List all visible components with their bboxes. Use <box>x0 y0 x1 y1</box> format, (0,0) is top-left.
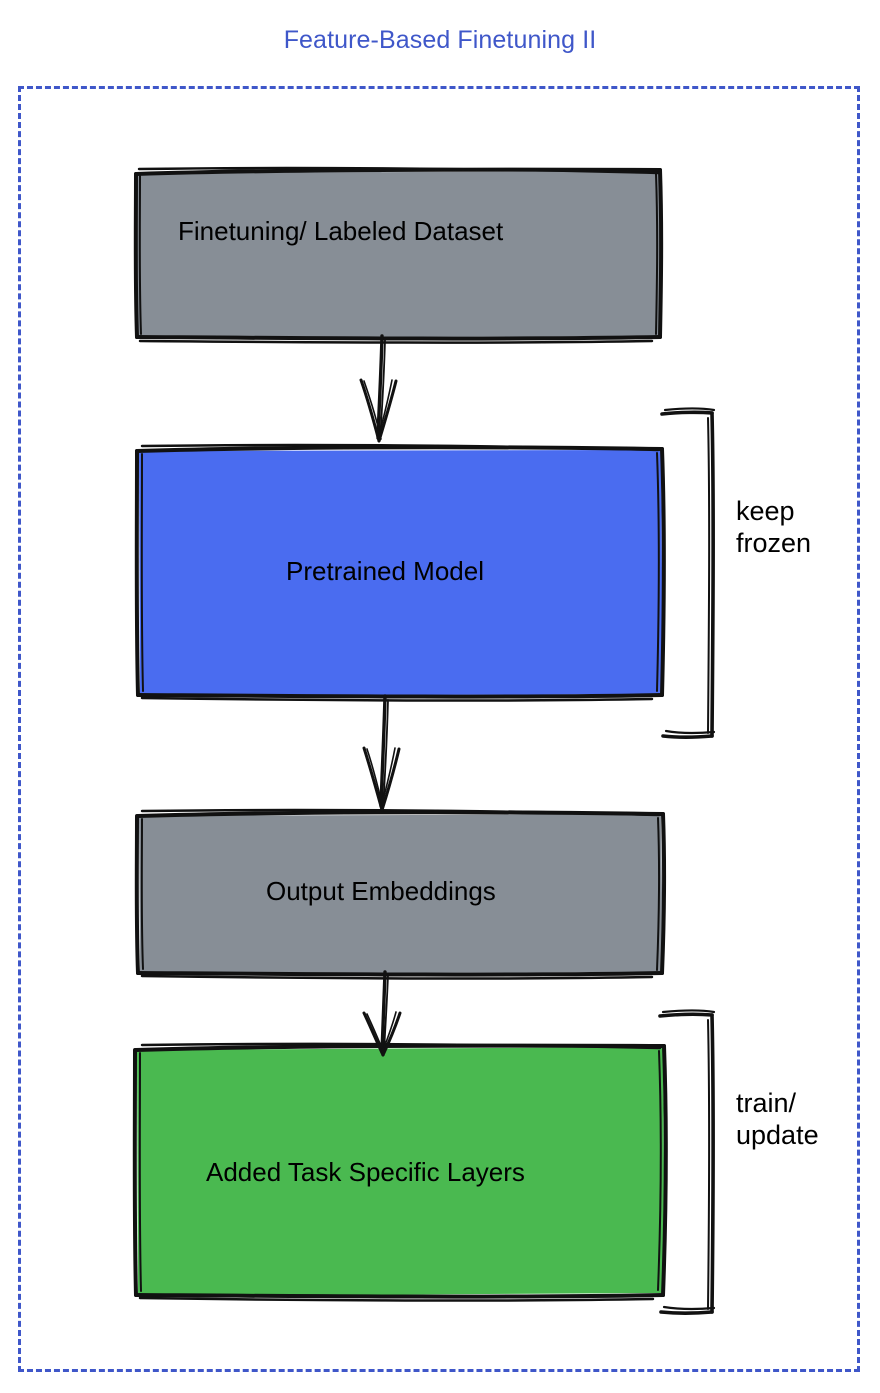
node-pretrained-model[interactable]: Pretrained Model <box>134 443 666 702</box>
node-added-task-specific-layers[interactable]: Added Task Specific Layers <box>132 1042 668 1302</box>
node-finetuning-labeled-dataset[interactable]: Finetuning/ Labeled Dataset <box>133 166 664 344</box>
diagram-outer-frame <box>18 86 860 1372</box>
node-label-pretrained: Pretrained Model <box>286 556 484 586</box>
node-label-dataset: Finetuning/ Labeled Dataset <box>178 216 504 246</box>
node-label-layers: Added Task Specific Layers <box>206 1157 525 1187</box>
page-title: Feature-Based Finetuning II <box>283 26 597 54</box>
node-shape-dataset <box>133 166 664 344</box>
node-output-embeddings[interactable]: Output Embeddings <box>134 808 667 980</box>
node-label-embeddings: Output Embeddings <box>266 876 496 906</box>
annotation-train-update: train/ update <box>736 1088 819 1150</box>
annotation-keep-frozen: keep frozen <box>736 496 812 558</box>
